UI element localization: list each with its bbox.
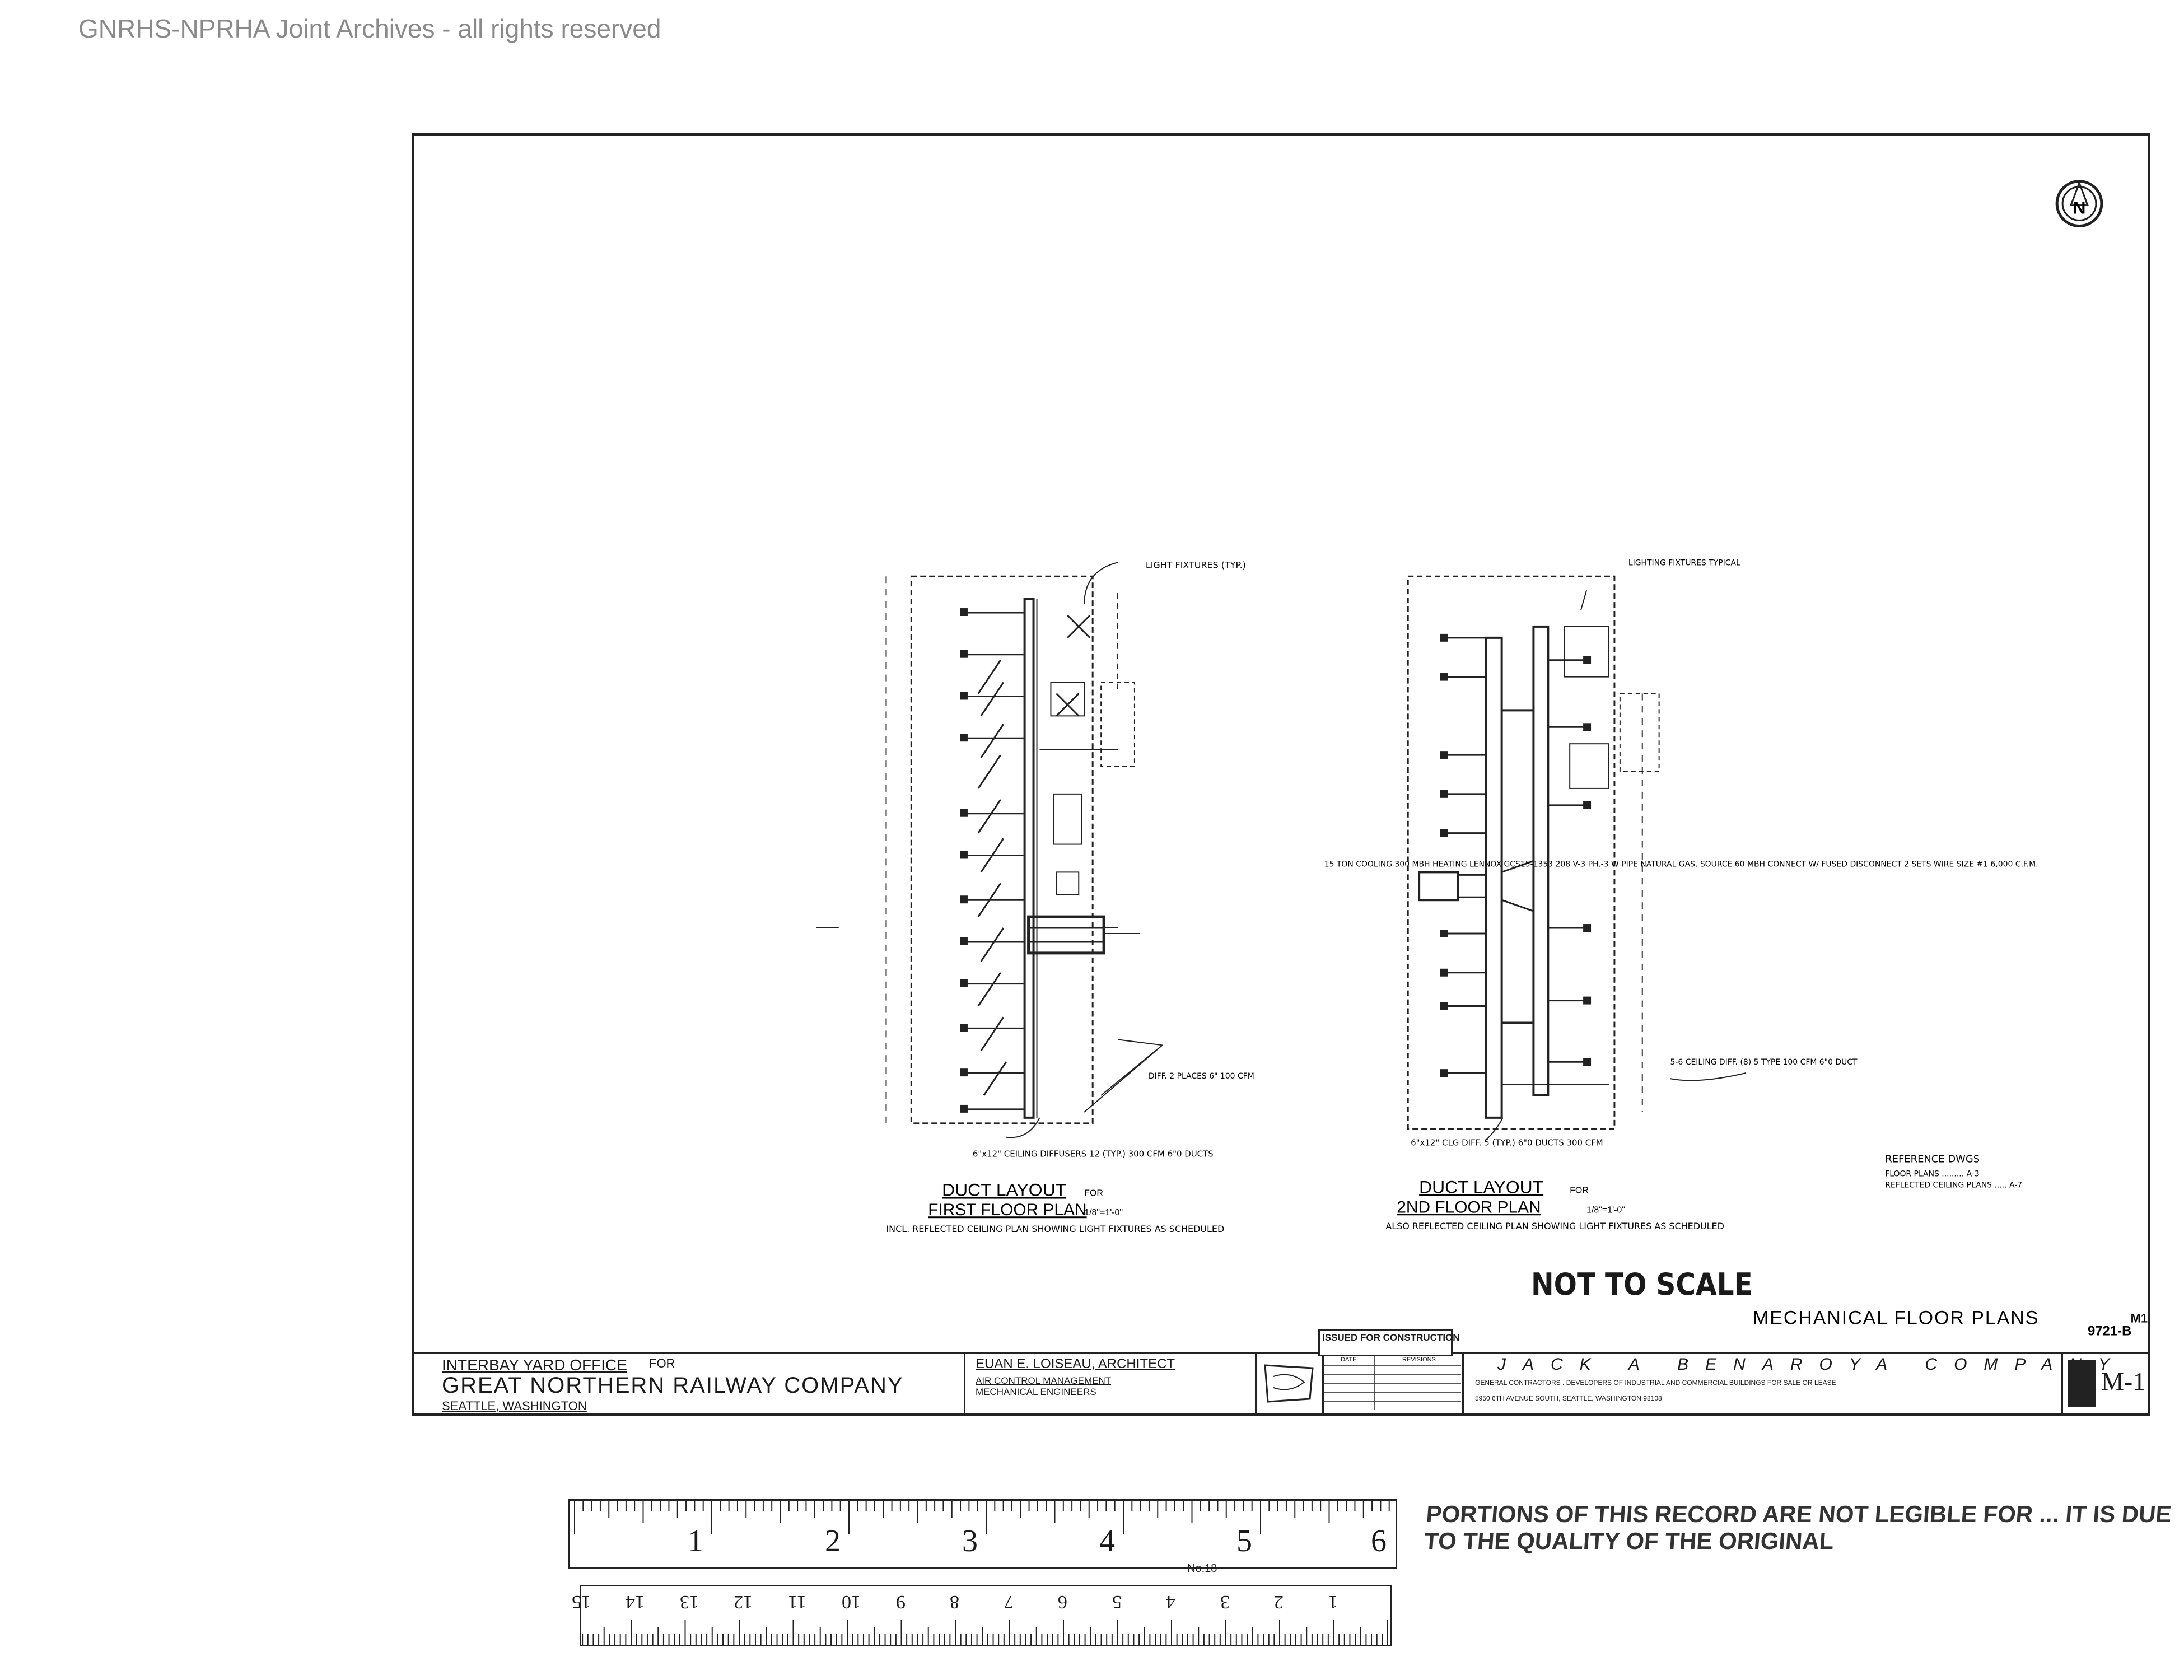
second-floor-title-for: FOR: [1570, 1186, 1589, 1195]
second-floor-note: ALSO REFLECTED CEILING PLAN SHOWING LIGH…: [1385, 1221, 1724, 1231]
first-floor-title: DUCT LAYOUT: [942, 1179, 1066, 1200]
cm-label: 8: [950, 1592, 959, 1612]
first-floor-duct-plan: [816, 562, 1163, 1138]
inch-ruler-ticks: [574, 1501, 1398, 1534]
drawing-sheet: N: [412, 133, 2150, 1416]
north-arrow-icon: N: [2055, 180, 2103, 227]
project-name: INTERBAY YARD OFFICE: [442, 1356, 627, 1374]
ceiling-diffuser-callout: 6"x12" CLG DIFF. 5 (TYP.) 6"0 DUCTS 300 …: [1411, 1138, 1603, 1148]
cm-label: 6: [1058, 1592, 1067, 1612]
contractor-cell: JACK A BENAROYA COMPANY GENERAL CONTRACT…: [1464, 1354, 2110, 1413]
sheet-number: M-1: [2101, 1367, 2146, 1396]
first-floor-scale: 1/8"=1'-0": [1084, 1208, 1123, 1217]
first-floor-title-for: FOR: [1084, 1188, 1103, 1198]
engineer-role: MECHANICAL ENGINEERS: [976, 1387, 1096, 1397]
cm-label: 15: [571, 1592, 591, 1612]
inch-label: 6: [1371, 1524, 1387, 1558]
light-fixtures-callout: LIGHT FIXTURES (TYP.): [1146, 559, 1246, 570]
cm-label: 14: [626, 1592, 645, 1612]
seal-cell: [1257, 1354, 1324, 1413]
second-floor-subtitle: 2ND FLOOR PLAN: [1397, 1198, 1541, 1216]
not-to-scale-stamp: NOT TO SCALE: [1531, 1267, 1753, 1302]
inch-label: 2: [825, 1524, 841, 1558]
inch-label: 4: [1099, 1524, 1115, 1558]
reference-item: REFLECTED CEILING PLANS ..... A-7: [1885, 1180, 2022, 1189]
cm-label: 1: [1328, 1592, 1338, 1612]
revision-grid: [1324, 1354, 1461, 1410]
sheet-title: MECHANICAL FLOOR PLANS: [1753, 1308, 2039, 1329]
sheet-mark: M1: [2131, 1312, 2148, 1326]
second-floor-scale: 1/8"=1'-0": [1586, 1205, 1625, 1215]
north-arrow-label: N: [2073, 198, 2085, 218]
ruler-maker-label: No.18: [1187, 1562, 1217, 1575]
sheet-number-block: [2068, 1360, 2096, 1407]
project-cell: INTERBAY YARD OFFICE FOR GREAT NORTHERN …: [414, 1354, 965, 1413]
inch-ruler: 1 2 3 4 5 6: [568, 1499, 1398, 1569]
issued-stamp: ISSUED FOR CONSTRUCTION: [1318, 1329, 1460, 1356]
title-block: INTERBAY YARD OFFICE FOR GREAT NORTHERN …: [414, 1352, 2148, 1413]
cm-label: 7: [1004, 1592, 1014, 1612]
engineer-name: AIR CONTROL MANAGEMENT: [976, 1375, 1112, 1386]
right-diffuser-callout: 5-6 CEILING DIFF. (8) 5 TYPE 100 CFM 6"0…: [1670, 1058, 1858, 1067]
cm-label: 13: [679, 1592, 699, 1612]
ceiling-diffusers-callout: 6"x12" CEILING DIFFUSERS 12 (TYP.) 300 C…: [973, 1149, 1214, 1159]
sheet-number-cell: M-1: [2063, 1354, 2150, 1413]
cm-ruler-ticks: [582, 1620, 1388, 1645]
revisions-cell: DATE REVISIONS: [1324, 1354, 1464, 1413]
contractor-name: JACK A BENAROYA COMPANY: [1497, 1355, 2126, 1374]
hvac-unit-callout: 15 TON COOLING 300 MBH HEATING LENNOX GC…: [1324, 860, 2038, 869]
project-for: FOR: [649, 1356, 675, 1370]
lighting-fixtures-callout: LIGHTING FIXTURES TYPICAL: [1628, 558, 1740, 567]
illegibility-note: PORTIONS OF THIS RECORD ARE NOT LEGIBLE …: [1423, 1501, 2173, 1555]
second-floor-title: DUCT LAYOUT: [1419, 1177, 1543, 1197]
project-location: SEATTLE, WASHINGTON: [442, 1399, 587, 1413]
architect-name: EUAN E. LOISEAU, ARCHITECT: [976, 1356, 1175, 1371]
cm-label: 9: [895, 1592, 906, 1612]
reference-item: FLOOR PLANS ......... A-3: [1885, 1169, 1980, 1178]
inch-label: 1: [688, 1524, 703, 1558]
cm-label: 3: [1220, 1592, 1230, 1612]
first-floor-subtitle: FIRST FLOOR PLAN: [928, 1201, 1086, 1219]
cm-label: 10: [842, 1592, 861, 1612]
cm-label: 2: [1274, 1592, 1284, 1612]
issued-label: ISSUED FOR CONSTRUCTION: [1322, 1332, 1460, 1343]
inch-label: 5: [1236, 1524, 1252, 1558]
job-number: 9721-B: [2088, 1323, 2131, 1338]
first-floor-note: INCL. REFLECTED CEILING PLAN SHOWING LIG…: [886, 1224, 1224, 1234]
architect-cell: EUAN E. LOISEAU, ARCHITECT AIR CONTROL M…: [965, 1354, 1257, 1413]
inch-label: 3: [962, 1524, 978, 1558]
cm-label: 11: [787, 1592, 806, 1612]
client-name: GREAT NORTHERN RAILWAY COMPANY: [442, 1373, 904, 1398]
second-floor-duct-plan: [1407, 575, 1746, 1141]
engineer-seal-icon: [1264, 1364, 1314, 1403]
revision-header: REVISIONS: [1402, 1356, 1436, 1363]
archive-watermark: GNRHS-NPRHA Joint Archives - all rights …: [78, 14, 661, 43]
cm-label: 4: [1166, 1592, 1175, 1612]
reference-title: REFERENCE DWGS: [1885, 1154, 1980, 1165]
cm-label: 12: [734, 1592, 753, 1612]
cm-label: 5: [1112, 1592, 1122, 1612]
contractor-subtitle: GENERAL CONTRACTORS . DEVELOPERS OF INDU…: [1475, 1379, 1836, 1387]
revision-header: DATE: [1341, 1356, 1357, 1363]
contractor-address: 5950 6TH AVENUE SOUTH, SEATTLE, WASHINGT…: [1475, 1394, 1662, 1402]
drawing-canvas: N: [816, 180, 2148, 1338]
diffuser-two-places-callout: DIFF. 2 PLACES 6" 100 CFM: [1149, 1072, 1254, 1081]
